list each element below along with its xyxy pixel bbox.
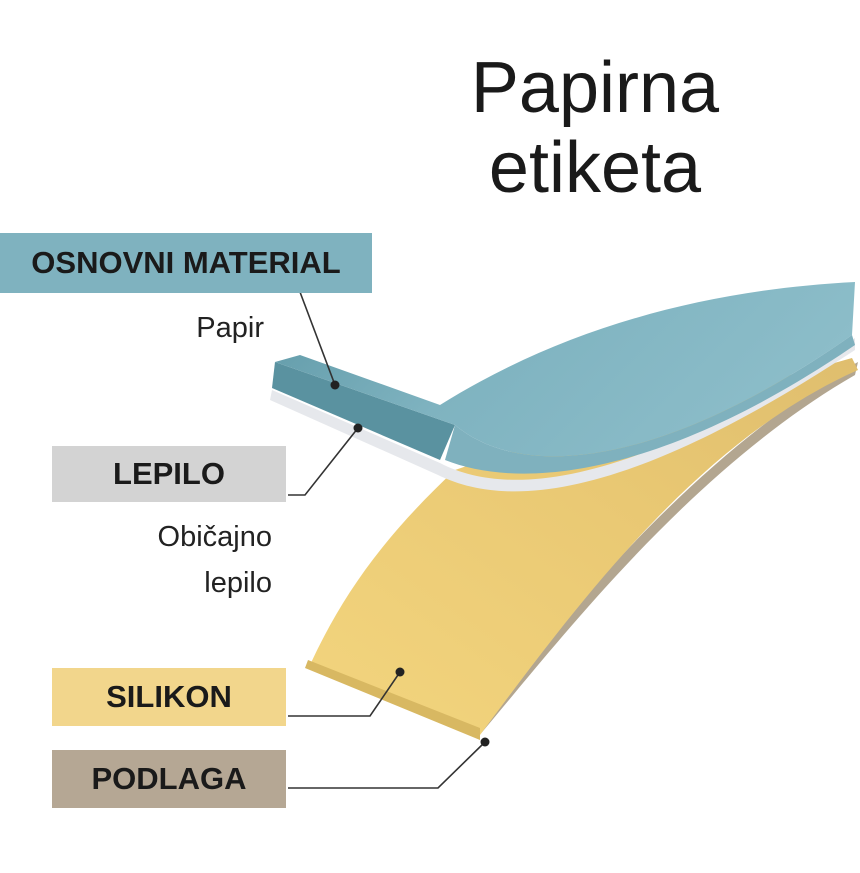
leader-silicone: [288, 671, 401, 717]
dot-liner: [480, 737, 490, 747]
sublabel-adhesive-line-2: lepilo: [204, 567, 272, 599]
title-line-2: etiketa: [488, 128, 702, 208]
title-line-1: Papirna: [470, 48, 720, 128]
dot-face: [330, 380, 340, 390]
sublabel-adhesive-line-1: Običajno: [157, 521, 272, 553]
leader-lines: [288, 291, 486, 789]
silicone-edge: [305, 660, 480, 740]
label-adhesive: LEPILO: [52, 446, 286, 502]
leader-liner: [288, 741, 486, 789]
face-edge: [272, 362, 455, 460]
leader-adhesive: [288, 427, 359, 496]
leader-dots: [330, 380, 490, 747]
face-surface: [275, 282, 855, 457]
sublabel-face-material: Papir: [196, 312, 264, 344]
diagram-title: Papirna etiketa: [420, 48, 770, 208]
dot-adhesive: [353, 423, 363, 433]
liner-edge: [310, 362, 858, 737]
adhesive-edge: [270, 338, 855, 492]
sublabel-adhesive: Običajno lepilo: [100, 514, 272, 606]
leader-face: [299, 291, 336, 386]
dot-silicone: [395, 667, 405, 677]
label-liner: PODLAGA: [52, 750, 286, 808]
face-front-edge: [445, 335, 855, 474]
label-silicone: SILIKON: [52, 668, 286, 726]
silicone-surface: [310, 358, 858, 735]
label-face-material: OSNOVNI MATERIAL: [0, 233, 372, 293]
